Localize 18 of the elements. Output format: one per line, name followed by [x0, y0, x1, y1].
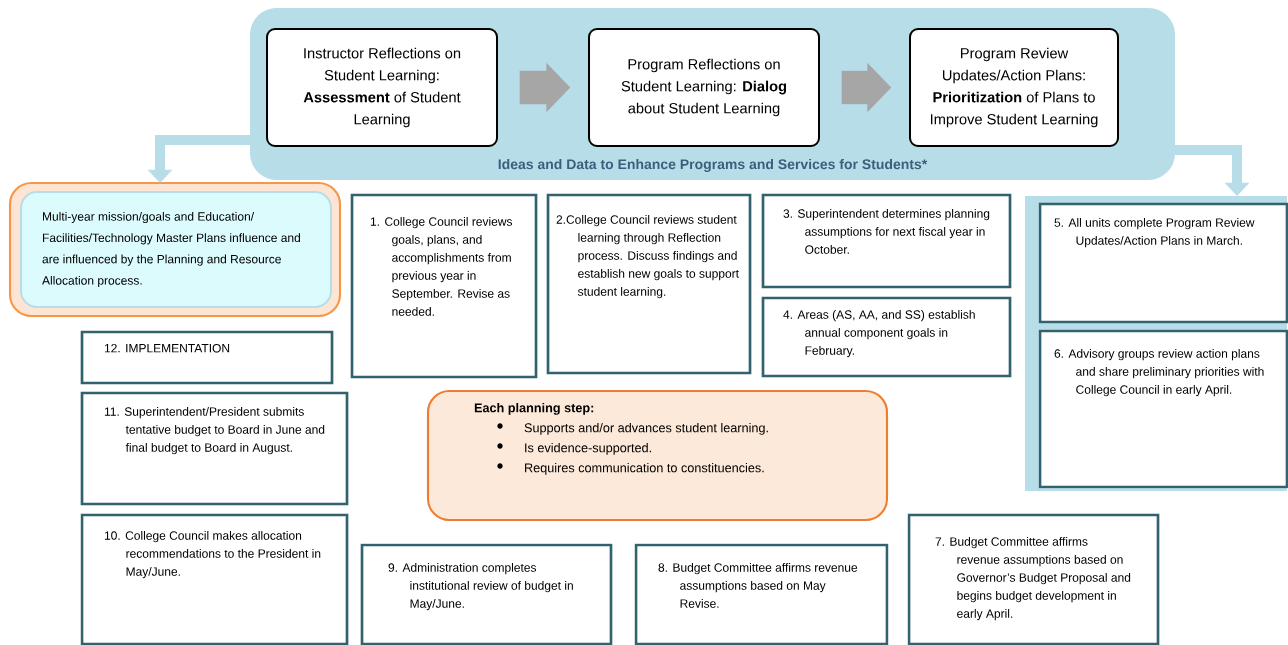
note-box: Each planning step: Supports and/or advances student learning. Is evidence-supported. Requires communication to constituencies.	[426, 389, 889, 522]
mission-box: Multi-year mission/goals and Education/ Facilities/Technology Master Plans influence and are influenced by the Planning and Resource Allocation process.	[8, 181, 342, 318]
step-box: 1. College Council reviews goals, plans, and accomplishments from previous year in September. Revise as needed.	[350, 193, 538, 379]
step-box: 4. Areas (AS, AA, and SS) establish annual component goals in February.	[761, 296, 1012, 378]
arrow	[1175, 145, 1250, 196]
step-box: 6. Advisory groups review action plans and share preliminary priorities with College Council in early April.	[1038, 329, 1288, 489]
step-box: 5. All units complete Program Review Updates/Action Plans in March.	[1038, 202, 1288, 324]
step-box: 2.College Council reviews student learning through Reflection process. Discuss findings and establish new goals to support student learning.	[546, 193, 752, 375]
step-box: 12. IMPLEMENTATION	[80, 330, 334, 385]
step-box: 10. College Council makes allocation recommendations to the President in May/June.	[80, 513, 349, 645]
step-box: 8. Budget Committee affirms revenue assumptions based on May Revise.	[634, 543, 889, 645]
step-box: 7. Budget Committee affirms revenue assumptions based on Governor’s Budget Proposal and begins budget development in early April.	[907, 513, 1160, 645]
process-box: Program Review Updates/Action Plans: Prioritization of Plans to Improve Student Learning	[909, 28, 1119, 147]
step-box: 11. Superintendent/President submits tentative budget to Board in June and final budget to Board in August.	[80, 391, 349, 506]
process-box: Program Reflections on Student Learning: Dialog about Student Learning	[588, 28, 820, 147]
step-box: 9. Administration completes institutional review of budget in May/June.	[360, 543, 613, 645]
process-box: Instructor Reflections on Student Learning: Assessment of Student Learning	[266, 28, 498, 147]
step-box: 3. Superintendent determines planning assumptions for next fiscal year in October.	[761, 193, 1012, 289]
